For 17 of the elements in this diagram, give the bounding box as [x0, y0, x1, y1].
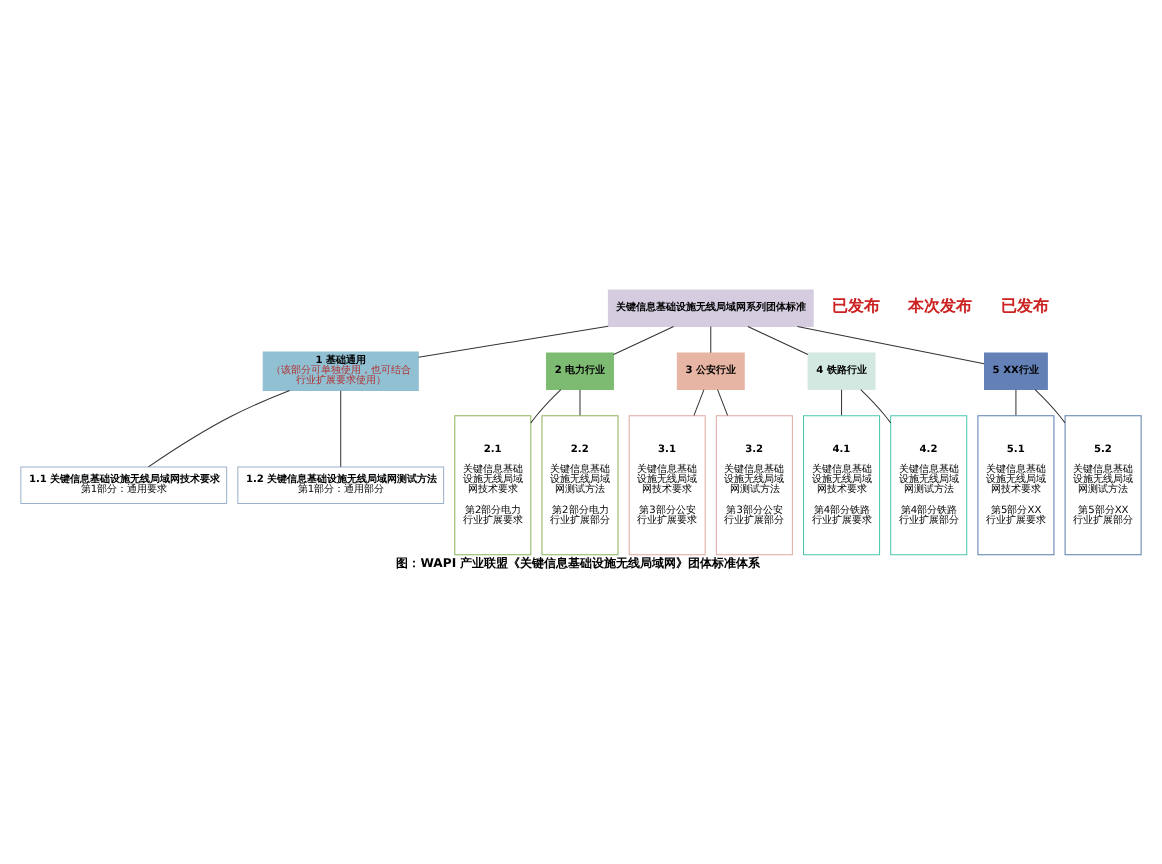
connector	[147, 389, 291, 467]
connector	[717, 388, 729, 415]
connector	[796, 325, 985, 364]
connector	[841, 388, 843, 415]
connector	[747, 325, 809, 354]
connector	[860, 388, 892, 423]
label: 已发布	[1000, 294, 1049, 315]
connector	[613, 325, 675, 354]
connector	[418, 324, 609, 357]
label: 本次发布	[908, 294, 973, 315]
connector	[530, 388, 562, 423]
connector	[710, 325, 712, 353]
label: 已发布	[832, 294, 881, 315]
connector	[1015, 388, 1017, 415]
connector	[340, 389, 342, 467]
connector	[693, 388, 705, 415]
connector	[1034, 388, 1066, 423]
